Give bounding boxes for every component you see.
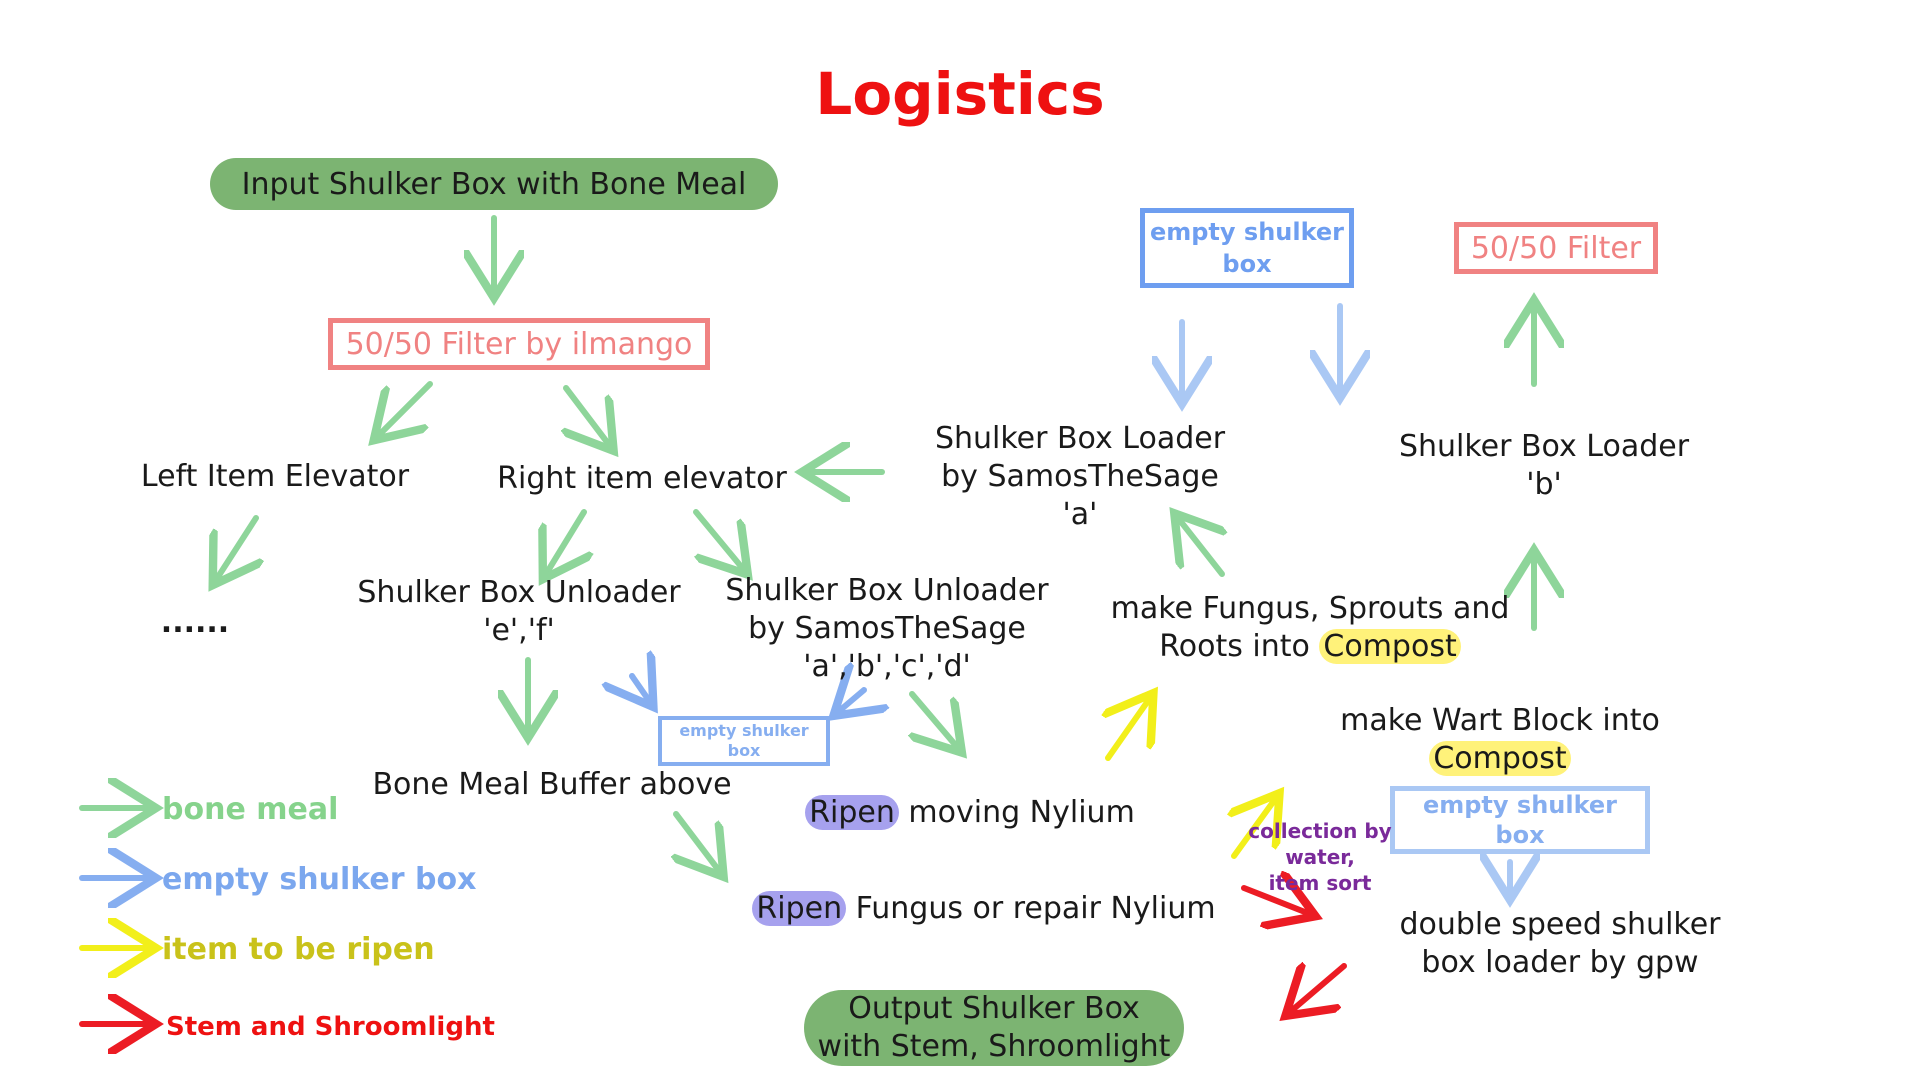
loader-a-line1: Shulker Box Loader: [934, 421, 1226, 456]
empty-shulker-box-right-node: empty shulker box: [1390, 786, 1650, 854]
unloader-abcd-node: Shulker Box Unloader by SamosTheSage 'a'…: [712, 572, 1062, 686]
collection-line3: item sort: [1268, 871, 1372, 895]
arrow-ripen-nylium-to-compost: [1108, 698, 1150, 761]
arrow-empty-box-into-small-box-left: [632, 676, 650, 702]
ripen-fungus-text: Fungus or repair Nylium: [846, 891, 1216, 926]
unloader-ef-node: Shulker Box Unloader 'e','f': [344, 574, 694, 650]
compost-fungus-highlight: Compost: [1319, 629, 1461, 664]
empty-shulker-box-small-node: empty shulker box: [658, 716, 830, 766]
loader-b-node: Shulker Box Loader 'b': [1374, 428, 1714, 504]
unloader-ef-line1: Shulker Box Unloader: [357, 575, 681, 610]
legend-stem-and-shroomlight: Stem and Shroomlight: [166, 1012, 495, 1042]
empty-box-right-line1: empty shulker: [1422, 791, 1618, 819]
output-shulker-box-text: Output Shulker Box with Stem, Shroomligh…: [818, 990, 1171, 1066]
legend-item-to-be-ripen: item to be ripen: [162, 932, 435, 967]
arrow-right-elevator-to-unloader-ef: [546, 509, 584, 574]
arrow-right-elevator-to-unloader-abcd: [693, 509, 744, 570]
ripen-fungus-highlight: Ripen: [752, 891, 847, 926]
unloader-abcd-line1: Shulker Box Unloader: [725, 573, 1049, 608]
loader-b-line1: Shulker Box Loader: [1398, 429, 1690, 464]
legend-empty-shulker-box: empty shulker box: [162, 862, 477, 897]
empty-box-top-text: empty shulker box: [1150, 216, 1344, 280]
diagram-title: Logistics: [815, 60, 1105, 128]
double-loader-node: double speed shulker box loader by gpw: [1388, 906, 1732, 982]
arrow-buffer-to-ripen-fungus: [676, 811, 720, 872]
ellipsis-label: ......: [160, 605, 230, 640]
legend-bone-meal: bone meal: [162, 792, 339, 827]
compost-fungus-line1: make Fungus, Sprouts and: [1110, 591, 1510, 626]
ripen-nylium-node: Ripen moving Nylium: [800, 794, 1140, 832]
empty-shulker-box-top-node: empty shulker box: [1140, 208, 1354, 288]
empty-box-right-line2: box: [1495, 821, 1545, 849]
loader-a-node: Shulker Box Loader by SamosTheSage 'a': [910, 420, 1250, 534]
loader-a-line2: by SamosTheSage: [941, 459, 1219, 494]
filter-right-label: 50/50 Filter: [1470, 230, 1642, 266]
arrow-ripen-to-double-loader: [1241, 888, 1310, 914]
output-shulker-box-node: Output Shulker Box with Stem, Shroomligh…: [804, 990, 1184, 1066]
arrow-unloader-to-small-box: [838, 690, 864, 712]
arrow-unloader-abcd-to-ripen-nylium: [912, 691, 958, 748]
compost-wart-node: make Wart Block into Compost: [1310, 702, 1690, 778]
compost-wart-highlight: Compost: [1429, 741, 1571, 776]
compost-wart-line2: Compost: [1310, 740, 1690, 778]
empty-box-small-text: empty shulker box: [679, 721, 808, 761]
left-elevator-label: Left Item Elevator: [140, 459, 410, 494]
compost-wart-line1: make Wart Block into: [1340, 703, 1660, 738]
unloader-abcd-line3: 'a','b','c','d': [803, 649, 971, 684]
ripen-nylium-highlight: Ripen: [805, 795, 899, 830]
empty-box-right-text: empty shulker box: [1423, 790, 1617, 850]
empty-box-small-line2: box: [727, 741, 761, 760]
input-shulker-box-node: Input Shulker Box with Bone Meal: [210, 158, 778, 210]
ripen-fungus-node: Ripen Fungus or repair Nylium: [744, 890, 1224, 928]
compost-fungus-line2-text: Roots into: [1159, 629, 1320, 664]
double-loader-line2: box loader by gpw: [1421, 945, 1699, 980]
arrow-double-loader-to-output: [1290, 966, 1347, 1012]
empty-box-top-line2: box: [1222, 250, 1272, 278]
unloader-ef-line2: 'e','f': [483, 613, 555, 648]
input-shulker-box-label: Input Shulker Box with Bone Meal: [241, 166, 747, 202]
right-elevator-label: Right item elevator: [497, 461, 787, 496]
empty-box-top-line1: empty shulker: [1149, 218, 1345, 246]
output-line2: with Stem, Shroomlight: [817, 1029, 1171, 1064]
compost-fungus-line2: Roots into Compost: [1090, 628, 1530, 666]
bone-meal-buffer-label: Bone Meal Buffer above: [372, 767, 732, 802]
ripen-nylium-text: moving Nylium: [898, 795, 1135, 830]
arrow-filter-to-right-elevator: [566, 385, 610, 446]
collection-note: collection by water, item sort: [1238, 818, 1402, 896]
unloader-abcd-line2: by SamosTheSage: [748, 611, 1026, 646]
compost-fungus-node: make Fungus, Sprouts and Roots into Comp…: [1090, 590, 1530, 666]
output-line1: Output Shulker Box: [848, 991, 1140, 1026]
filter-main-label: 50/50 Filter by ilmango: [345, 326, 693, 362]
filter-right-node: 50/50 Filter: [1454, 222, 1658, 274]
loader-b-line2: 'b': [1526, 467, 1562, 502]
collection-line2: water,: [1285, 845, 1355, 869]
arrow-collection-to-compost-wart: [1234, 798, 1276, 859]
arrow-filter-to-left-elevator: [378, 381, 433, 436]
collection-line1: collection by: [1248, 819, 1392, 843]
double-loader-line1: double speed shulker: [1399, 907, 1721, 942]
arrow-compost-to-loader-a: [1178, 518, 1222, 577]
filter-main-node: 50/50 Filter by ilmango: [328, 318, 710, 370]
loader-a-line3: 'a': [1062, 497, 1098, 532]
empty-box-small-line1: empty shulker: [679, 721, 809, 740]
arrow-left-elevator-to-ellipsis: [216, 515, 256, 580]
